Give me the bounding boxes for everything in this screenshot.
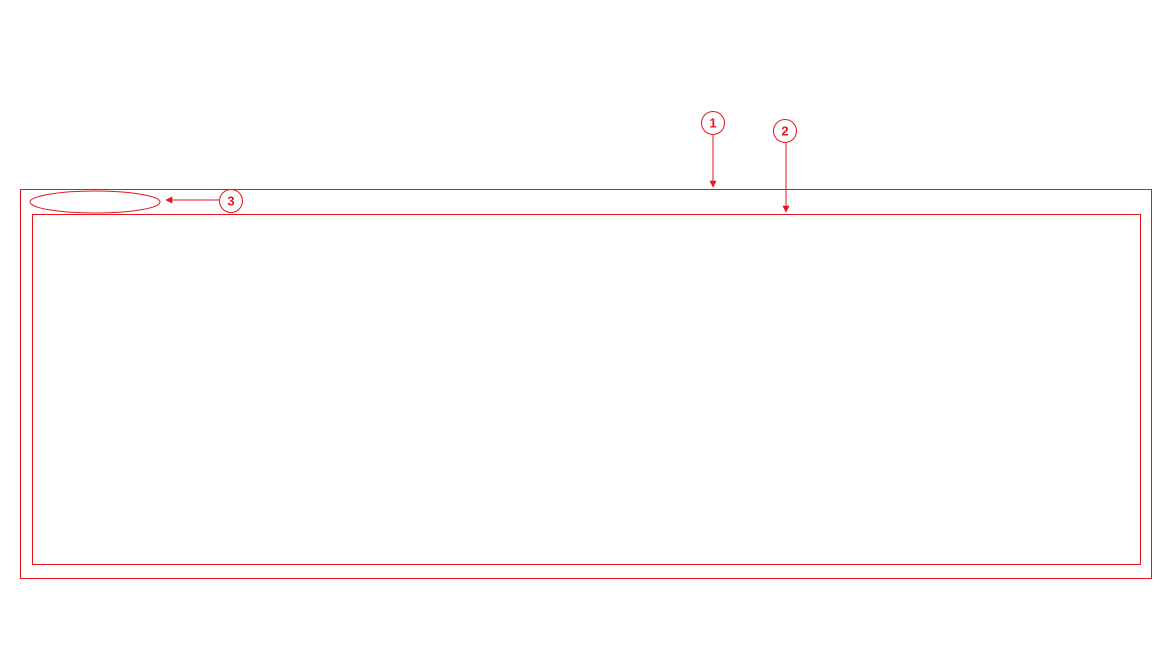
callout-1-number: 1 xyxy=(709,116,716,131)
outer-frame xyxy=(20,189,1152,579)
callout-2-badge xyxy=(773,119,797,143)
title-slot xyxy=(29,190,161,214)
callout-3: 3 xyxy=(165,189,243,213)
callout-2: 2 xyxy=(773,119,797,213)
inner-panel xyxy=(32,214,1141,565)
callout-2-number: 2 xyxy=(781,124,788,139)
callout-3-badge xyxy=(219,189,243,213)
callout-3-number: 3 xyxy=(227,194,234,209)
callout-1: 1 xyxy=(701,111,725,188)
callout-1-badge xyxy=(701,111,725,135)
